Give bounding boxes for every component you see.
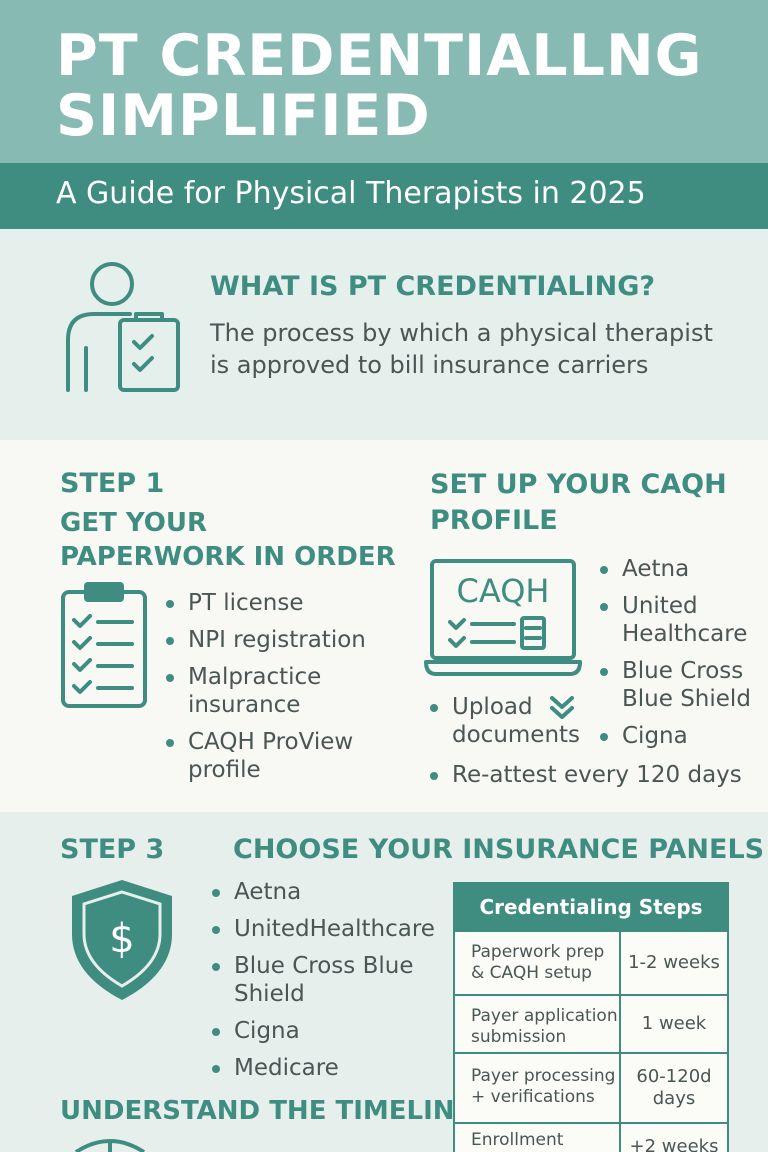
list-item: Aetna bbox=[212, 878, 447, 906]
caqh-reattest-list: Re-attest every 120 days bbox=[430, 761, 760, 798]
page-subtitle: A Guide for Physical Therapists in 2025 bbox=[56, 176, 646, 211]
list-item: Aetna bbox=[600, 555, 760, 583]
step1-list: PT license NPI registration Malpractice … bbox=[166, 589, 386, 793]
table-cell-time: 60-120d days bbox=[636, 1066, 712, 1109]
table-cell-time: 1-2 weeks bbox=[628, 952, 720, 973]
table-row: Payer processing + verifications 60-120d… bbox=[455, 1052, 727, 1122]
table-cell-step: Payer application submission bbox=[455, 996, 621, 1052]
list-item: UnitedHealthcare bbox=[212, 915, 447, 943]
checklist-clipboard-icon bbox=[61, 582, 147, 708]
list-item: Malpractice insurance bbox=[166, 663, 386, 719]
person-clipboard-icon bbox=[66, 262, 180, 392]
credentialing-steps-table: Credentialing Steps Paperwork prep & CAQ… bbox=[453, 882, 729, 1152]
chevron-check-icon bbox=[550, 696, 574, 719]
table-cell-step: Enrollment bbox=[455, 1124, 621, 1152]
table-row: Paperwork prep & CAQH setup 1-2 weeks bbox=[455, 930, 727, 994]
list-item: Upload documents bbox=[430, 693, 580, 749]
list-item: PT license bbox=[166, 589, 386, 617]
shield-symbol: $ bbox=[109, 916, 134, 962]
what-is-heading: WHAT IS PT CREDENTIALING? bbox=[210, 271, 656, 302]
step3-label: STEP 3 bbox=[60, 834, 165, 865]
table-row: Payer application submission 1 week bbox=[455, 994, 727, 1052]
list-item: Cigna bbox=[212, 1017, 447, 1045]
insurance-panels-list: Aetna UnitedHealthcare Blue Cross Blue S… bbox=[212, 878, 447, 1091]
caqh-payer-list: Aetna United Healthcare Blue Cross Blue … bbox=[600, 555, 760, 759]
list-item: Blue Cross Blue Shield bbox=[600, 657, 760, 713]
caqh-upload-list: Upload documents bbox=[430, 693, 580, 758]
subtitle-bar: A Guide for Physical Therapists in 2025 bbox=[0, 163, 768, 229]
list-item: United Healthcare bbox=[600, 592, 760, 648]
list-item: Blue Cross Blue Shield bbox=[212, 952, 447, 1008]
what-is-section: WHAT IS PT CREDENTIALING? The process by… bbox=[0, 229, 768, 440]
page-title: PT CREDENTIALLNG SIMPLIFIED bbox=[56, 23, 703, 149]
table-row: Enrollment +2 weeks bbox=[455, 1122, 727, 1152]
table-cell-time: +2 weeks bbox=[629, 1136, 719, 1152]
steps-section bbox=[0, 440, 768, 812]
table-cell-step: Paperwork prep & CAQH setup bbox=[455, 932, 621, 994]
list-item: Medicare bbox=[212, 1054, 447, 1082]
list-item: Re-attest every 120 days bbox=[430, 761, 760, 789]
step1-heading: GET YOUR PAPERWORK IN ORDER bbox=[60, 508, 396, 572]
list-item: CAQH ProView profile bbox=[166, 728, 386, 784]
laptop-caqh-icon: CAQH bbox=[424, 559, 582, 676]
caqh-heading: SET UP YOUR CAQH PROFILE bbox=[430, 469, 727, 536]
shield-dollar-icon: $ bbox=[72, 880, 172, 1000]
header-banner: PT CREDENTIALLNG SIMPLIFIED bbox=[0, 0, 768, 163]
list-item: NPI registration bbox=[166, 626, 386, 654]
table-title: Credentialing Steps bbox=[455, 884, 727, 930]
table-cell-time: 1 week bbox=[641, 1013, 707, 1034]
what-is-body: The process by which a physical therapis… bbox=[210, 319, 713, 379]
list-item: Cigna bbox=[600, 722, 760, 750]
step1-label: STEP 1 bbox=[60, 468, 165, 499]
timeline-heading: UNDERSTAND THE TIMELINE bbox=[60, 1096, 473, 1126]
table-cell-step: Payer processing + verifications bbox=[455, 1054, 621, 1122]
step3-heading: CHOOSE YOUR INSURANCE PANELS bbox=[233, 834, 765, 865]
clock-icon bbox=[74, 1139, 146, 1152]
laptop-screen-text: CAQH bbox=[457, 572, 550, 610]
